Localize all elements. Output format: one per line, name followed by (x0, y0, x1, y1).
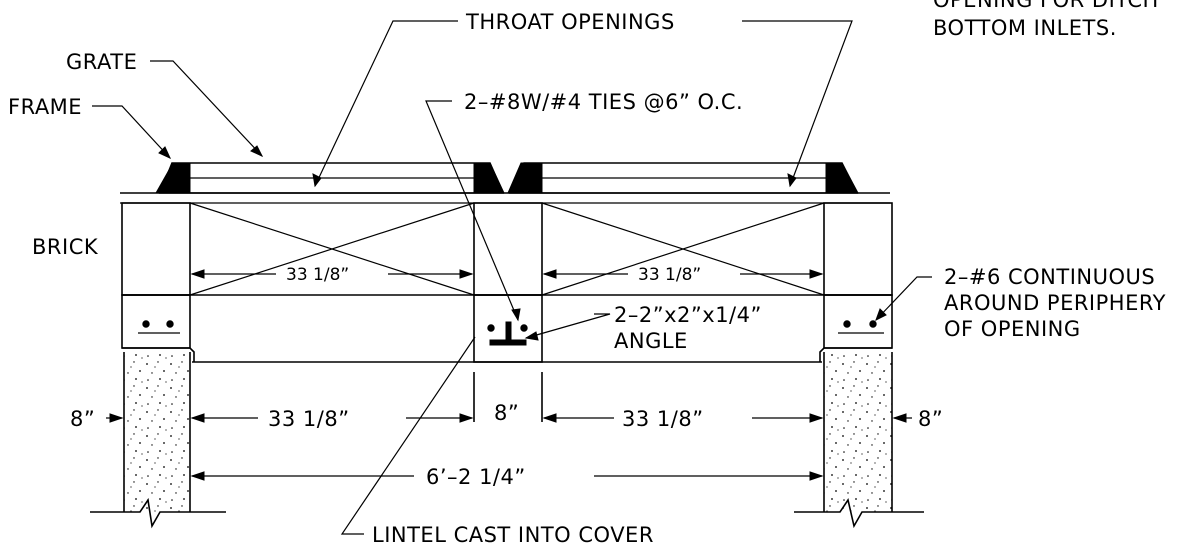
dim-left-clear (190, 413, 474, 423)
dim-left-wall (106, 413, 124, 423)
dim-right-clear (542, 413, 824, 423)
label-ties: 2–#8W/#4 TIES @6” O.C. (464, 90, 743, 114)
label-throat-openings: THROAT OPENINGS (465, 10, 675, 34)
throat-x-left (189, 202, 475, 296)
label-continuous-1: 2–#6 CONTINUOUS (944, 265, 1155, 289)
leader-ties (425, 100, 521, 322)
label-opening-note-2: BOTTOM INLETS. (933, 16, 1117, 40)
label-angle-1: 2–2”x2”x1/4” (614, 303, 762, 327)
dim-text-left-clear: 33 1/8” (268, 407, 350, 431)
cover-concrete-right (823, 294, 893, 349)
dim-text-left-wall: 8” (70, 407, 95, 431)
cover-concrete-left (121, 294, 191, 349)
dim-text-center-wall: 8” (494, 401, 519, 425)
label-continuous-2: AROUND PERIPHERY (944, 291, 1166, 315)
leader-angle (524, 313, 611, 341)
rebar-dots (138, 320, 884, 334)
right-grate (508, 162, 859, 194)
dim-text-right-clear: 33 1/8” (622, 407, 704, 431)
brick-right (823, 202, 893, 296)
wall-right (819, 347, 893, 512)
dim-text-right-wall: 8” (918, 407, 943, 431)
wall-left (122, 347, 195, 512)
dim-left-throat (190, 269, 474, 279)
leader-throat-openings (312, 20, 853, 188)
label-brick: BRICK (32, 235, 99, 259)
dim-text-left-throat: 33 1/8” (286, 265, 349, 285)
dim-overall (190, 471, 824, 481)
steel-angle (489, 321, 527, 346)
leader-lintel (340, 336, 476, 535)
label-opening-note-1: OPENING FOR DITCH (933, 0, 1159, 12)
dim-text-overall: 6’–2 1/4” (426, 465, 526, 489)
brick-center (473, 202, 543, 296)
label-frame: FRAME (8, 95, 82, 119)
label-lintel: LINTEL CAST INTO COVER (372, 523, 654, 547)
left-grate (158, 162, 505, 194)
leader-grate (150, 60, 264, 158)
frames (155, 162, 859, 194)
leader-frame (92, 105, 172, 160)
label-angle-2: ANGLE (614, 329, 688, 353)
break-lines (90, 497, 924, 529)
throat-x-right (541, 202, 825, 296)
label-grate: GRATE (66, 50, 137, 74)
dim-text-right-throat: 33 1/8” (638, 265, 701, 285)
label-continuous-3: OF OPENING (944, 317, 1081, 341)
dim-right-throat (542, 269, 824, 279)
dim-right-wall (892, 413, 912, 423)
leader-continuous (875, 276, 932, 322)
brick-left (121, 202, 191, 296)
